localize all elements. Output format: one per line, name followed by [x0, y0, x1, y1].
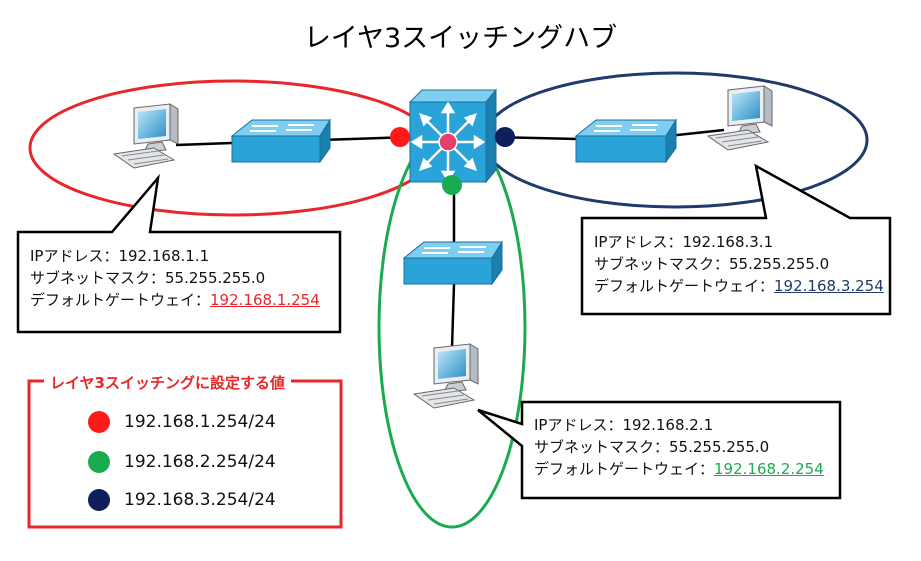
- subnet-mask: サブネットマスク：55.255.255.0: [534, 438, 770, 456]
- subnet-mask: サブネットマスク：55.255.255.0: [594, 255, 830, 273]
- legend-item: 192.168.2.254/24: [88, 451, 276, 473]
- default-gateway: デフォルトゲートウェイ：192.168.3.254: [594, 275, 884, 297]
- legend-label: 192.168.3.254/24: [124, 490, 276, 510]
- callout-box-navy: [580, 163, 892, 316]
- switch-icon: [402, 240, 503, 286]
- pc-info-navy: IPアドレス：192.168.3.1 サブネットマスク：55.255.255.0…: [594, 231, 884, 297]
- default-gateway-value: 192.168.3.254: [774, 277, 884, 295]
- pc-info-green: IPアドレス：192.168.2.1 サブネットマスク：55.255.255.0…: [534, 414, 824, 480]
- interface-dot-red: [390, 127, 410, 147]
- diagram-title: レイヤ3スイッチングハブ: [303, 23, 618, 54]
- interface-dot-navy: [495, 127, 515, 147]
- legend-label: 192.168.1.254/24: [124, 412, 276, 432]
- legend-label: 192.168.2.254/24: [124, 452, 276, 472]
- default-gateway-label: デフォルトゲートウェイ：: [30, 291, 211, 309]
- ip-address: IPアドレス：192.168.2.1: [534, 416, 714, 434]
- layer3-switch-icon: [408, 88, 498, 184]
- link-red-pc-switch: [175, 141, 233, 147]
- legend-dot-green: [88, 451, 110, 473]
- default-gateway-value: 192.168.2.254: [714, 460, 824, 478]
- default-gateway-label: デフォルトゲートウェイ：: [594, 277, 775, 295]
- switch-icon: [230, 118, 331, 164]
- pc-info-red: IPアドレス：192.168.1.1 サブネットマスク：55.255.255.0…: [30, 245, 320, 311]
- legend-dot-navy: [88, 489, 110, 511]
- link-green-switch-pc: [450, 283, 456, 349]
- legend-dot-red: [88, 411, 110, 433]
- callout-box-green: [477, 400, 842, 500]
- pc-icon: [706, 85, 773, 151]
- callout-box-red: [16, 173, 342, 334]
- legend-item: 192.168.3.254/24: [88, 489, 276, 511]
- interface-dot-green: [442, 175, 462, 195]
- default-gateway-value: 192.168.1.254: [210, 291, 320, 309]
- default-gateway-label: デフォルトゲートウェイ：: [534, 460, 715, 478]
- subnet-mask: サブネットマスク：55.255.255.0: [30, 269, 266, 287]
- default-gateway: デフォルトゲートウェイ：192.168.1.254: [30, 289, 320, 311]
- switch-icon: [574, 118, 677, 164]
- legend-title: レイヤ3スイッチングに設定する値: [44, 372, 291, 393]
- pc-icon: [412, 343, 479, 409]
- ip-address: IPアドレス：192.168.1.1: [30, 247, 210, 265]
- legend-item: 192.168.1.254/24: [88, 411, 276, 433]
- ip-address: IPアドレス：192.168.3.1: [594, 233, 774, 251]
- default-gateway: デフォルトゲートウェイ：192.168.2.254: [534, 458, 824, 480]
- link-navy-switch-pc: [667, 128, 725, 138]
- pc-icon: [112, 103, 179, 169]
